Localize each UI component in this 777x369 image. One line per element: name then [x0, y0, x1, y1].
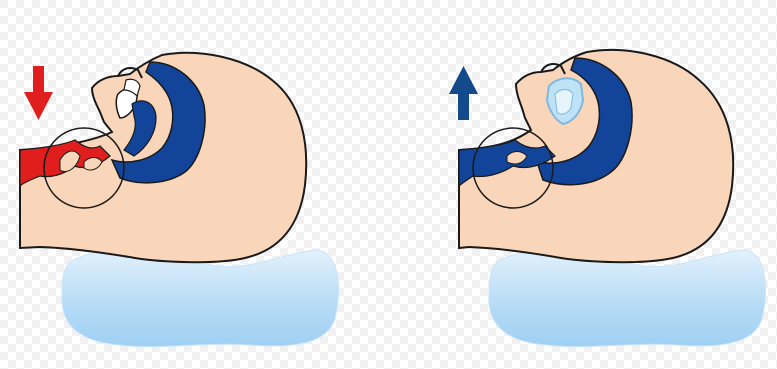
panel-airway-open: [389, 0, 777, 369]
panel-airway-blocked: [0, 0, 388, 369]
arrow-down-icon: [24, 66, 53, 120]
arrow-up-icon: [449, 66, 478, 120]
pillow: [489, 250, 765, 347]
pillow: [62, 250, 338, 347]
